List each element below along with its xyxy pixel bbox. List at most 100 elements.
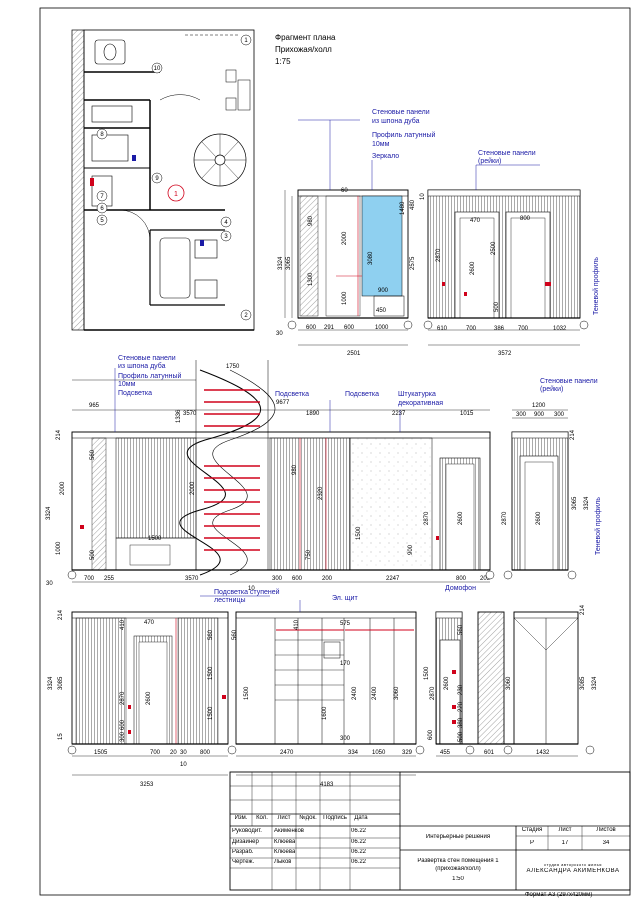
plan-marker-4: 4 (224, 220, 228, 226)
label-wall-panels-rails-right-2: (рейки) (540, 385, 563, 393)
tb-header-izm: Изм. (234, 815, 248, 821)
e7-height-220: 220 (458, 701, 464, 712)
e4-width-300-b: 300 (554, 412, 565, 418)
tb-date-3: 06.22 (351, 849, 367, 855)
elevation-rails-wall: 610 700 386 700 1032 3572 2870 2600 2500… (410, 189, 589, 357)
label-stair-lighting: Подсветка ступеней (214, 588, 280, 596)
e3-height-500: 500 (90, 549, 96, 560)
plan-fragment: 1 Фрагмент плана Прихожая/холл 1:75 (71, 29, 336, 331)
e7-height-500: 500 (458, 731, 464, 742)
e1-height-1300: 1300 (308, 272, 314, 286)
e3-width-2247: 2247 (386, 576, 400, 582)
e3-height-2600: 2600 (458, 511, 464, 525)
label-el-panel: Эл. щит (332, 595, 358, 602)
tb-date-2: 06.22 (351, 839, 367, 845)
e1-height-door: 2575 (410, 256, 416, 270)
e4-width-900: 900 (534, 412, 545, 418)
e3-width-1500: 1500 (148, 536, 162, 542)
e3-width-965: 965 (89, 403, 100, 409)
e5-width-20: 20 (170, 750, 177, 756)
label-mirror: Зеркало (372, 153, 399, 160)
plan-marker-10: 10 (154, 66, 161, 72)
e3-width-3570-bottom: 3570 (185, 576, 199, 582)
e1-top-60: 60 (341, 188, 348, 194)
plan-marker-5: 5 (100, 218, 104, 224)
e3-height-900: 900 (408, 544, 414, 555)
e6-width-334: 334 (348, 750, 359, 756)
e4-height-3324: 3324 (584, 496, 590, 510)
tb-sheet-scale: 1:50 (452, 876, 464, 882)
tb-project: Интерьерные решения (425, 834, 491, 840)
e7-height-230: 230 (458, 684, 464, 695)
e4-width-300: 300 (516, 412, 527, 418)
plan-markers: 1 2 3 4 5 6 7 8 9 10 (96, 34, 252, 321)
tb-name-1: Акименков (274, 828, 304, 834)
tb-stage-label: Стадия (521, 827, 543, 833)
e2-width-2: 700 (466, 326, 477, 332)
elevation-bottom-right: 455 601 1432 2870 2600 1500 560 3060 308… (424, 604, 598, 757)
e5-width-30: 30 (180, 750, 187, 756)
label-brass-profile-mid-2: 10мм (118, 381, 136, 388)
plan-title: Фрагмент плана (275, 33, 336, 42)
label-intercom: Домофон (445, 585, 476, 592)
e3-height-30: 30 (46, 581, 53, 587)
e1-width-1: 600 (306, 325, 317, 331)
e2-width-470: 470 (470, 218, 481, 224)
e2-width-4: 700 (518, 326, 529, 332)
e3-height-2000-b: 2000 (190, 481, 196, 495)
label-lighting-2: Подсветка (275, 391, 309, 398)
title-block-grid (229, 771, 631, 891)
tb-sheets-value: 34 (602, 840, 610, 846)
e7-height-380: 380 (458, 717, 464, 728)
e7-width-1432: 1432 (536, 750, 550, 756)
e7-height-1500: 1500 (424, 666, 430, 680)
e1-height-2000: 2000 (342, 231, 348, 245)
e3-height-2870: 2870 (424, 511, 430, 525)
e1-height-room: 3065 (286, 256, 292, 270)
e3-width-205: 205 (480, 576, 491, 582)
label-wall-panels-rails-2: (рейки) (478, 157, 501, 165)
plan-marker-1: 1 (244, 38, 248, 44)
e6-width-2470: 2470 (280, 750, 294, 756)
e3-height-750: 750 (306, 549, 312, 560)
e7-width-601: 601 (484, 750, 495, 756)
e3-width-700: 700 (84, 576, 95, 582)
e7-width-455: 455 (440, 750, 451, 756)
e4-height-2600: 2600 (536, 511, 542, 525)
e5-width-800: 800 (200, 750, 211, 756)
e6-height-575: 575 (340, 621, 351, 627)
e4-height-3065: 3065 (572, 496, 578, 510)
label-lighting-3: Подсветка (345, 391, 379, 398)
e3-width-800: 800 (456, 576, 467, 582)
e7-height-3324: 3324 (592, 676, 598, 690)
tb-role-1: Руководит. (232, 828, 262, 834)
e2-height-500: 500 (494, 301, 500, 312)
label-shadow-gap-2: Теневой профиль (594, 497, 602, 555)
label-wall-panels-oak: Стеновые панели (372, 109, 430, 116)
e6-height-300: 300 (340, 736, 351, 742)
e5-height-3085: 3085 (58, 676, 64, 690)
e1-height-30: 30 (276, 331, 283, 337)
tb-sheets-label: Листов (596, 827, 616, 833)
e5-width-10: 10 (180, 762, 187, 768)
e3-width-600: 600 (292, 576, 303, 582)
e6-height-170: 170 (340, 661, 351, 667)
e1-width-3: 600 (344, 325, 355, 331)
e1-height-mirror: 3080 (368, 251, 374, 265)
e6-height-410: 410 (294, 619, 300, 630)
tb-studio-line-1: студия авторского жилья (544, 862, 602, 867)
tb-stage-value: Р (529, 840, 534, 846)
plan-marker-2: 2 (244, 313, 248, 319)
upper-annotations: Стеновые панели из шпона дуба Профиль ла… (298, 109, 600, 315)
e5-width-1505: 1505 (94, 750, 108, 756)
e5-height-1500: 1500 (208, 666, 214, 680)
plan-marker-9: 9 (155, 176, 159, 182)
e2-height-2870: 2870 (436, 248, 442, 262)
e3-width-1750: 1750 (226, 364, 240, 370)
e1-width-4: 1000 (375, 325, 389, 331)
e4-width-1200: 1200 (532, 403, 546, 409)
e3-width-2237: 2237 (392, 411, 406, 417)
e3-height-1500: 1500 (356, 526, 362, 540)
label-brass-profile-2: 10мм (372, 141, 390, 148)
e6-height-3060: 3060 (394, 686, 400, 700)
